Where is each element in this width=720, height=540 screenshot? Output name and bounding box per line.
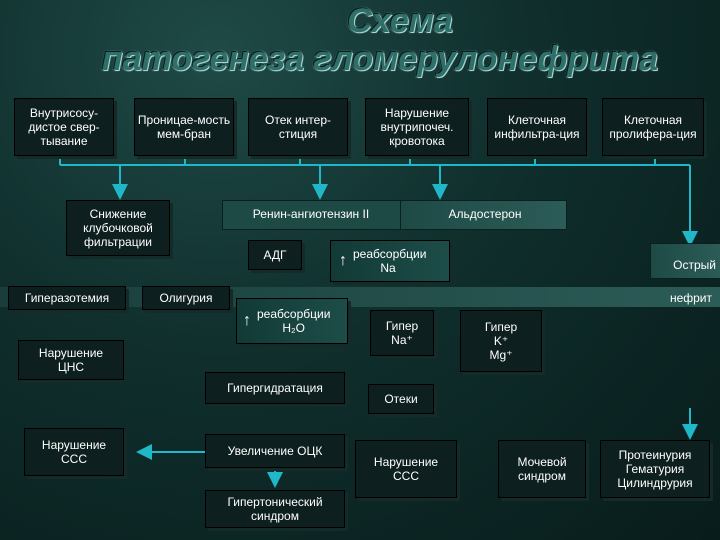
hyper-k-mg-label: Гипер K⁺ Mg⁺ — [484, 320, 518, 362]
box-hyper-na: Гипер Na⁺ — [370, 310, 434, 356]
box-intravascular-coagulation: Внутрисосу-дистое свер-тывание — [14, 98, 114, 156]
box-cell-infiltration-label: Клеточная инфильтра-ция — [494, 113, 580, 141]
bar-acute1 — [650, 243, 720, 279]
box-hypertension: Гипертонический синдром — [205, 490, 345, 528]
box-interstitial-edema: Отек интер-стиция — [248, 98, 348, 156]
hyperhydration-label: Гипергидратация — [227, 381, 323, 395]
cns-disorder-label: Нарушение ЦНС — [38, 346, 104, 374]
cvs-disorder-mid-label: Нарушение ССС — [373, 455, 439, 483]
box-cvs-disorder-left: Нарушение ССС — [24, 428, 124, 476]
box-na-reabsorption: ↑ реабсорбции Na — [330, 240, 450, 282]
hyper-na-label: Гипер Na⁺ — [385, 319, 419, 347]
box-oliguria: Олигурия — [142, 286, 230, 310]
box-edema: Отеки — [368, 384, 434, 414]
ocz-increase-label: Увеличение ОЦК — [227, 444, 323, 458]
na-reabsorption-label: реабсорбции Na — [353, 247, 427, 275]
box-urinary-syndrome: Мочевой синдром — [498, 440, 586, 498]
box-filtration-decrease-label: Снижение клубочковой фильтрации — [83, 207, 153, 249]
bar-aldosterone — [400, 200, 567, 230]
box-proteinuria: Протеинурия Гематурия Цилиндрурия — [600, 440, 710, 498]
box-hyperhydration: Гипергидратация — [205, 372, 345, 404]
box-membrane-permeability-label: Проницае-мость мем-бран — [137, 113, 231, 141]
box-filtration-decrease: Снижение клубочковой фильтрации — [66, 200, 170, 256]
urinary-syndrome-label: Мочевой синдром — [517, 455, 567, 483]
box-cvs-disorder-mid: Нарушение ССС — [355, 440, 457, 498]
h2o-reabsorption-label: реабсорбции — [257, 307, 331, 321]
box-renal-blood-flow-label: Нарушение внутрипочеч. кровотока — [380, 106, 454, 148]
box-ocz-increase: Увеличение ОЦК — [205, 434, 345, 468]
h2o-reabsorption-text: реабсорбции H₂O — [257, 307, 330, 335]
bar-renin — [222, 200, 402, 230]
box-hyper-k-mg: Гипер K⁺ Mg⁺ — [460, 310, 542, 372]
box-intravascular-coagulation-label: Внутрисосу-дистое свер-тывание — [28, 106, 100, 148]
box-adg: АДГ — [248, 240, 302, 270]
cvs-disorder-left-label: Нарушение ССС — [41, 438, 107, 466]
box-h2o-reabsorption: ↑ реабсорбции H₂O — [236, 298, 348, 344]
box-hyperazotemia: Гиперазотемия — [8, 286, 126, 310]
hypertension-label: Гипертонический синдром — [227, 495, 323, 523]
edema-label: Отеки — [384, 392, 418, 406]
title-line2: патогенеза гломерулонефрита — [101, 40, 659, 78]
box-cell-proliferation-label: Клеточная пролифера-ция — [609, 113, 697, 141]
box-adg-label: АДГ — [263, 248, 287, 262]
box-membrane-permeability: Проницае-мость мем-бран — [134, 98, 234, 156]
arrow-up-icon-2: ↑ — [243, 312, 251, 329]
box-cns-disorder: Нарушение ЦНС — [18, 340, 124, 380]
hyperazotemia-label: Гиперазотемия — [24, 291, 110, 305]
box-interstitial-edema-label: Отек интер-стиция — [265, 113, 331, 141]
oliguria-label: Олигурия — [159, 291, 213, 305]
acute-label-1: Острый — [673, 258, 716, 272]
arrow-up-icon: ↑ — [339, 252, 347, 269]
box-renal-blood-flow: Нарушение внутрипочеч. кровотока — [365, 98, 469, 156]
aldosterone-label: Альдостерон — [448, 207, 522, 221]
box-cell-proliferation: Клеточная пролифера-ция — [602, 98, 704, 156]
renin-label: Ренин-ангиотензин II — [252, 207, 370, 221]
h2o-label: H₂O — [282, 321, 306, 335]
box-cell-infiltration: Клеточная инфильтра-ция — [487, 98, 587, 156]
acute-label-2: нефрит — [669, 291, 712, 305]
proteinuria-label: Протеинурия Гематурия Цилиндрурия — [617, 448, 693, 490]
title-line1: Схема — [347, 2, 453, 40]
